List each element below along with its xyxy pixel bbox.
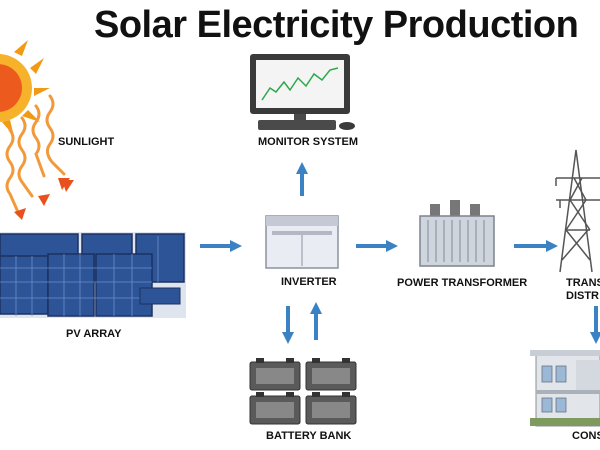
sunlight-rays-icon — [5, 94, 66, 214]
consumer-label: CONS — [572, 430, 600, 442]
sun-icon — [0, 40, 50, 136]
pv-array-label: PV ARRAY — [66, 328, 122, 340]
transmission-label-line1: TRANS — [566, 277, 600, 289]
power-transformer-label: POWER TRANSFORMER — [397, 277, 528, 289]
consumer-buildings-icon — [530, 350, 600, 427]
inverter-icon — [265, 215, 339, 269]
battery-bank-label: BATTERY BANK — [266, 430, 352, 442]
sunlight-label: SUNLIGHT — [58, 136, 115, 148]
transmission-tower-icon — [555, 149, 600, 273]
power-transformer-icon — [419, 200, 495, 267]
monitor-system-icon — [250, 54, 355, 130]
monitor-system-label: MONITOR SYSTEM — [258, 136, 359, 148]
flow-arrows — [200, 162, 600, 344]
pv-array-icon — [0, 232, 186, 318]
ray-arrowheads — [14, 178, 74, 220]
inverter-label: INVERTER — [281, 276, 337, 288]
battery-bank-icon — [249, 358, 357, 425]
transmission-label-line2: DISTR — [566, 290, 599, 302]
diagram-title: Solar Electricity Production — [94, 4, 579, 46]
